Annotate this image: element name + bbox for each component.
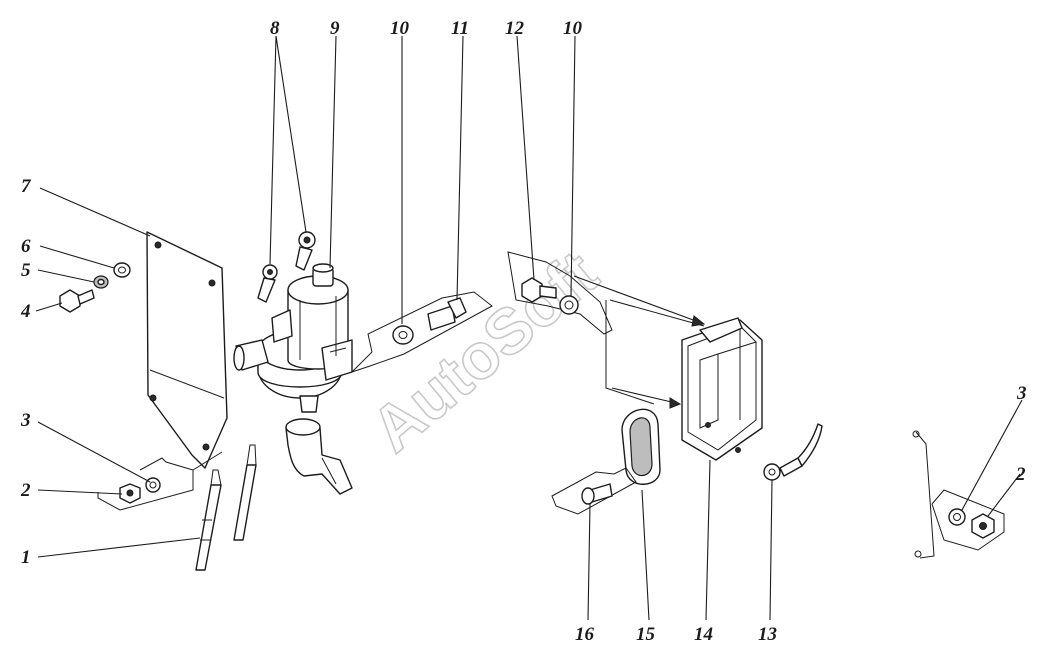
part-3-washer-left (145, 477, 161, 493)
callout-5: 5 (21, 260, 31, 281)
callout-3-right: 3 (1016, 383, 1027, 404)
part-8-cable-lug-b (295, 231, 316, 271)
part-11-bolt (427, 297, 467, 331)
frame-section-lower (551, 467, 637, 515)
part-2-nut-left (119, 483, 141, 504)
callout-15: 15 (636, 624, 656, 645)
assembly-arrows (573, 275, 706, 409)
callout-10-center: 10 (390, 18, 410, 39)
callout-14: 14 (694, 624, 713, 645)
part-3-washer-right (948, 508, 966, 526)
part-5-lock-washer (93, 275, 109, 289)
part-1-wire (195, 469, 222, 571)
callout-12: 12 (505, 18, 525, 39)
part-4-bolt (59, 289, 95, 313)
callout-8: 8 (270, 18, 280, 39)
part-10-washer-center (392, 325, 414, 345)
part-9-coil-unit (233, 263, 353, 413)
part-6-washer (113, 262, 131, 278)
callout-labels: 1 2 2 3 3 4 5 6 7 8 9 10 11 12 10 13 14 … (20, 18, 1027, 645)
part-16-screw (581, 483, 613, 505)
callout-6: 6 (21, 236, 31, 257)
callout-9: 9 (330, 18, 340, 39)
rubber-elbow-hose (285, 418, 353, 495)
callout-3-left: 3 (20, 410, 31, 431)
part-12-bolt (521, 277, 557, 303)
part-8-cable-lug-a (257, 264, 278, 303)
callout-7: 7 (21, 176, 32, 197)
frame-section-right (507, 251, 613, 335)
part-10-washer-right (559, 295, 579, 315)
frame-section-center (351, 291, 493, 373)
callout-16: 16 (575, 624, 595, 645)
part-7-bracket-plate (146, 231, 228, 469)
callout-4: 4 (20, 301, 31, 322)
callout-13: 13 (758, 624, 777, 645)
callout-10-right: 10 (563, 18, 583, 39)
part-14-housing-cover (605, 299, 763, 461)
part-2-nut-right (971, 513, 995, 539)
callout-1: 1 (21, 547, 31, 568)
watermark: AutoSoft (358, 237, 611, 466)
part-15-gasket (621, 408, 661, 485)
callout-2-left: 2 (20, 480, 31, 501)
part-13-ground-wire (763, 423, 823, 481)
callout-11: 11 (451, 18, 469, 39)
leader-lines (35, 35, 1023, 621)
wire-sleeve (233, 444, 257, 541)
frame-section-left (97, 451, 223, 511)
frame-section-far-right (912, 430, 1005, 559)
callout-2-right: 2 (1015, 464, 1026, 485)
